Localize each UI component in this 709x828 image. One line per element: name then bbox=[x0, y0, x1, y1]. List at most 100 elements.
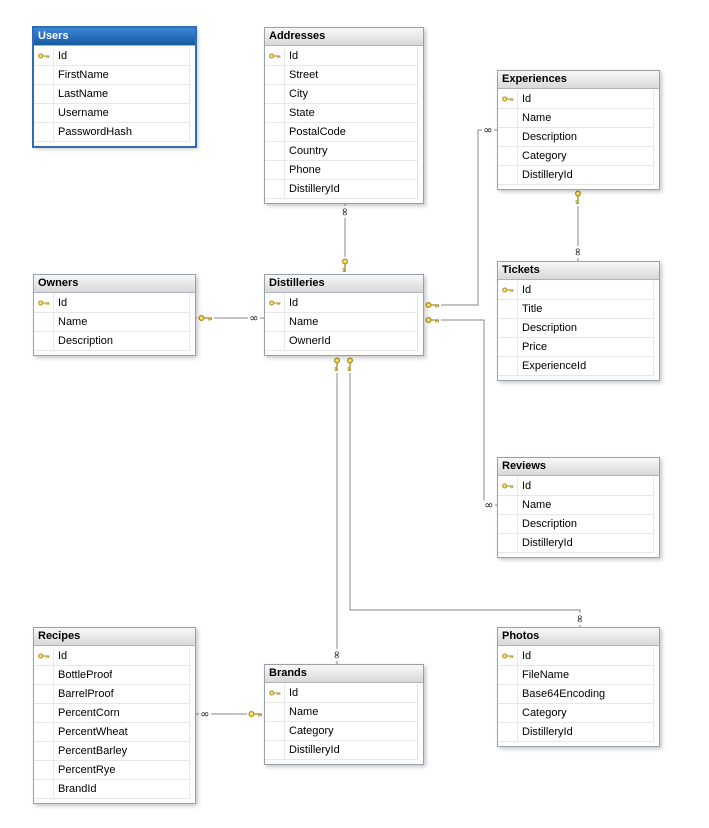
column-row-description[interactable]: Description bbox=[498, 128, 654, 147]
relationship-distilleries-to-owners[interactable]: ∞ bbox=[196, 312, 264, 325]
table-title-users[interactable]: Users bbox=[34, 28, 195, 46]
column-row-title[interactable]: Title bbox=[498, 300, 654, 319]
column-row-description[interactable]: Description bbox=[498, 319, 654, 338]
column-row-lastname[interactable]: LastName bbox=[34, 85, 190, 104]
column-row-id[interactable]: Id bbox=[498, 477, 654, 496]
column-row-firstname[interactable]: FirstName bbox=[34, 66, 190, 85]
column-row-id[interactable]: Id bbox=[34, 47, 190, 66]
relationship-line[interactable] bbox=[424, 319, 497, 506]
column-row-distilleryid[interactable]: DistilleryId bbox=[498, 723, 654, 742]
row-icon-cell bbox=[498, 666, 518, 684]
column-row-name[interactable]: Name bbox=[265, 313, 418, 332]
column-row-username[interactable]: Username bbox=[34, 104, 190, 123]
column-row-category[interactable]: Category bbox=[498, 704, 654, 723]
row-icon-cell bbox=[34, 313, 54, 331]
column-row-distilleryid[interactable]: DistilleryId bbox=[265, 180, 418, 199]
column-row-id[interactable]: Id bbox=[265, 294, 418, 313]
column-row-name[interactable]: Name bbox=[34, 313, 190, 332]
column-row-percentbarley[interactable]: PercentBarley bbox=[34, 742, 190, 761]
column-row-barrelproof[interactable]: BarrelProof bbox=[34, 685, 190, 704]
primary-key-icon bbox=[34, 294, 54, 312]
relationship-recipes-to-brands[interactable]: ∞ bbox=[196, 708, 264, 721]
row-icon-cell bbox=[498, 128, 518, 146]
relationship-line[interactable] bbox=[424, 129, 497, 306]
column-name: Category bbox=[522, 150, 567, 162]
relationship-brands-to-distilleries[interactable]: ∞ bbox=[331, 355, 344, 664]
column-row-name[interactable]: Name bbox=[265, 703, 418, 722]
column-row-state[interactable]: State bbox=[265, 104, 418, 123]
row-icon-cell bbox=[265, 313, 285, 331]
column-row-id[interactable]: Id bbox=[498, 281, 654, 300]
column-row-filename[interactable]: FileName bbox=[498, 666, 654, 685]
column-row-id[interactable]: Id bbox=[498, 647, 654, 666]
column-row-name[interactable]: Name bbox=[498, 496, 654, 515]
row-icon-cell bbox=[498, 147, 518, 165]
column-row-percentwheat[interactable]: PercentWheat bbox=[34, 723, 190, 742]
table-title-addresses[interactable]: Addresses bbox=[265, 28, 423, 46]
table-title-experiences[interactable]: Experiences bbox=[498, 71, 659, 89]
column-row-postalcode[interactable]: PostalCode bbox=[265, 123, 418, 142]
table-title-owners[interactable]: Owners bbox=[34, 275, 195, 293]
column-name: BrandId bbox=[58, 783, 97, 795]
svg-text:∞: ∞ bbox=[339, 207, 352, 216]
table-title-recipes[interactable]: Recipes bbox=[34, 628, 195, 646]
row-icon-cell bbox=[498, 534, 518, 552]
column-row-category[interactable]: Category bbox=[498, 147, 654, 166]
table-title-tickets[interactable]: Tickets bbox=[498, 262, 659, 280]
column-row-street[interactable]: Street bbox=[265, 66, 418, 85]
table-title-distilleries[interactable]: Distilleries bbox=[265, 275, 423, 293]
row-icon-cell bbox=[265, 741, 285, 759]
column-name: Price bbox=[522, 341, 548, 353]
column-row-id[interactable]: Id bbox=[34, 647, 190, 666]
column-row-category[interactable]: Category bbox=[265, 722, 418, 741]
relationship-tickets-to-experiences[interactable]: ∞ bbox=[572, 189, 585, 261]
column-row-price[interactable]: Price bbox=[498, 338, 654, 357]
column-row-name[interactable]: Name bbox=[498, 109, 654, 128]
column-row-id[interactable]: Id bbox=[265, 684, 418, 703]
column-row-id[interactable]: Id bbox=[265, 47, 418, 66]
relationship-photos-to-distilleries[interactable]: ∞ bbox=[345, 355, 587, 627]
table-title-brands[interactable]: Brands bbox=[265, 665, 423, 683]
relationship-reviews-to-distilleries[interactable]: ∞ bbox=[424, 315, 497, 512]
column-row-percentrye[interactable]: PercentRye bbox=[34, 761, 190, 780]
column-row-passwordhash[interactable]: PasswordHash bbox=[34, 123, 190, 142]
relationship-addresses-to-distilleries[interactable]: ∞ bbox=[339, 203, 352, 274]
column-row-id[interactable]: Id bbox=[498, 90, 654, 109]
column-row-distilleryid[interactable]: DistilleryId bbox=[265, 741, 418, 760]
column-row-base64encoding[interactable]: Base64Encoding bbox=[498, 685, 654, 704]
column-row-description[interactable]: Description bbox=[34, 332, 190, 351]
relationship-experiences-to-distilleries[interactable]: ∞ bbox=[424, 124, 497, 310]
column-name: FileName bbox=[522, 669, 570, 681]
column-row-ownerid[interactable]: OwnerId bbox=[265, 332, 418, 351]
table-title-photos[interactable]: Photos bbox=[498, 628, 659, 646]
column-row-brandid[interactable]: BrandId bbox=[34, 780, 190, 799]
svg-text:∞: ∞ bbox=[331, 650, 344, 659]
table-title-reviews[interactable]: Reviews bbox=[498, 458, 659, 476]
column-row-city[interactable]: City bbox=[265, 85, 418, 104]
row-icon-cell bbox=[498, 685, 518, 703]
column-row-distilleryid[interactable]: DistilleryId bbox=[498, 534, 654, 553]
column-row-id[interactable]: Id bbox=[34, 294, 190, 313]
column-row-phone[interactable]: Phone bbox=[265, 161, 418, 180]
column-row-country[interactable]: Country bbox=[265, 142, 418, 161]
column-row-percentcorn[interactable]: PercentCorn bbox=[34, 704, 190, 723]
row-icon-cell bbox=[265, 722, 285, 740]
many-side-infinity-icon: ∞ bbox=[331, 649, 344, 661]
column-row-bottleproof[interactable]: BottleProof bbox=[34, 666, 190, 685]
column-row-description[interactable]: Description bbox=[498, 515, 654, 534]
column-row-distilleryid[interactable]: DistilleryId bbox=[498, 166, 654, 185]
column-row-experienceid[interactable]: ExperienceId bbox=[498, 357, 654, 376]
